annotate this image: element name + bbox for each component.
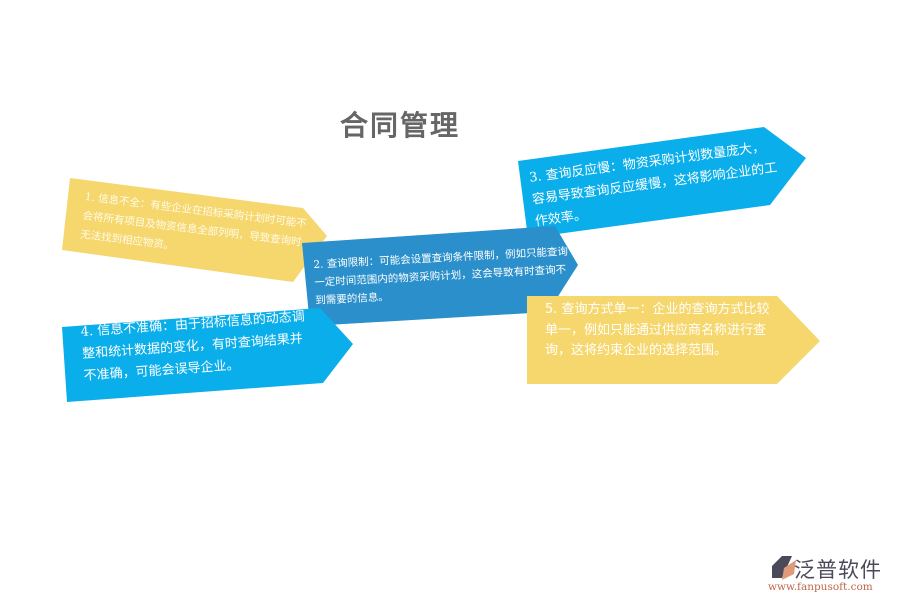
arrow-shape-2 <box>302 226 578 326</box>
arrow-shape-3 <box>518 127 806 238</box>
item-5-text: 5. 查询方式单一：企业的查询方式比较单一，例如只能通过供应商名称进行查询，这将… <box>545 302 770 358</box>
arrow-shape-5 <box>527 296 820 384</box>
arrow-shape-4 <box>62 308 353 402</box>
logo-url: www.fanpusoft.com <box>768 581 873 593</box>
arrow-shape-1 <box>62 178 327 282</box>
logo-name: 泛普软件 <box>794 558 882 582</box>
page-title: 合同管理 <box>340 109 461 142</box>
logo-icon <box>772 556 796 580</box>
